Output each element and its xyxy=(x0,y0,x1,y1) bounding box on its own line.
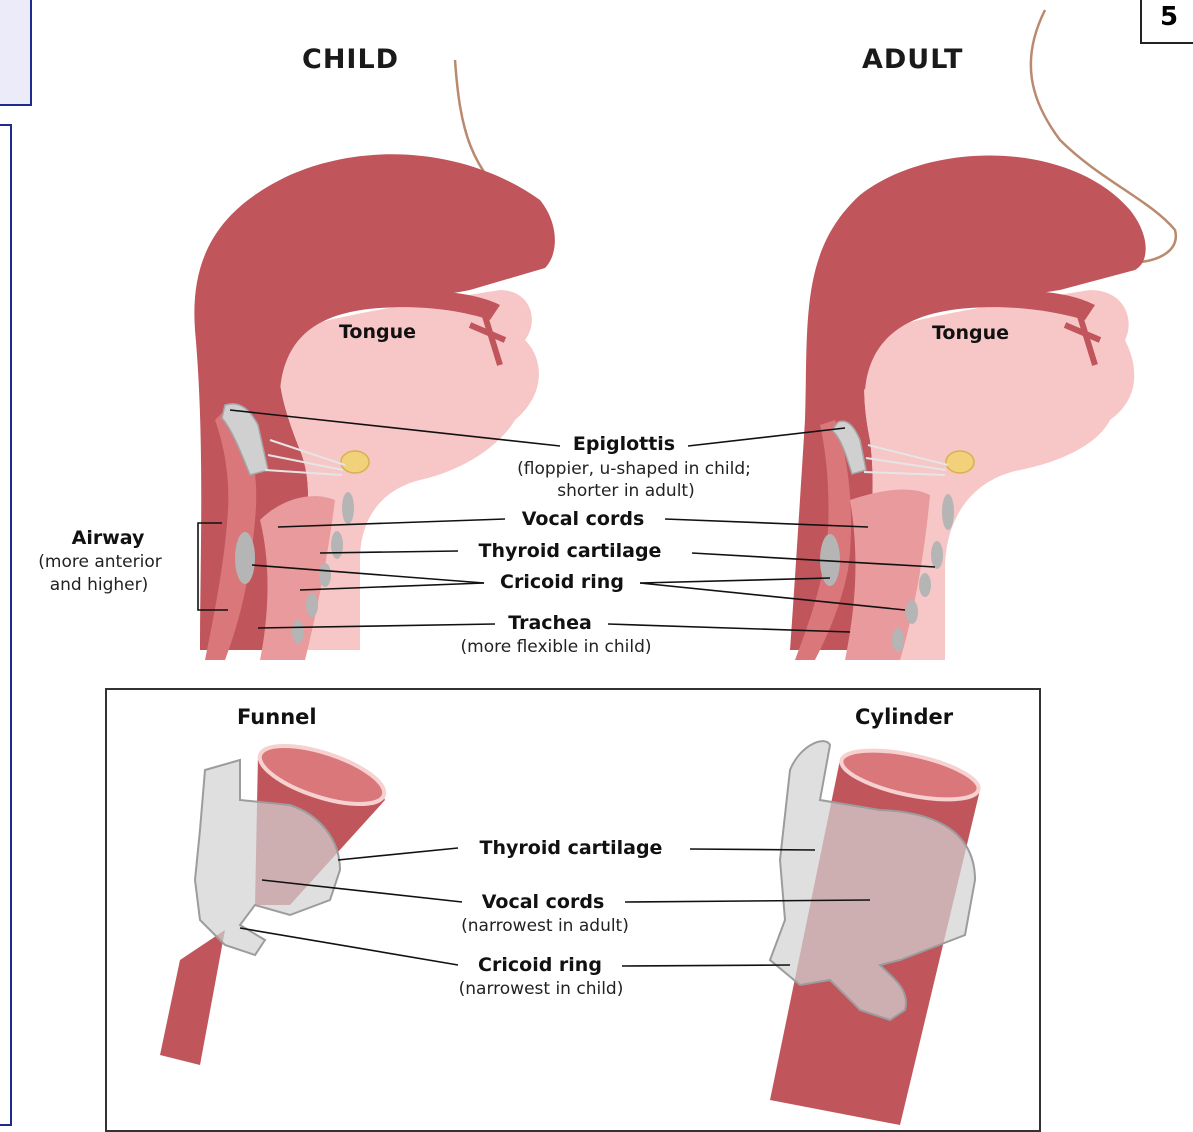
child-title: CHILD xyxy=(302,44,399,75)
shape-thyroid-cartilage-label: Thyroid cartilage xyxy=(480,837,663,859)
shape-cricoid-ring-note: (narrowest in child) xyxy=(459,979,624,999)
child-head-illustration xyxy=(194,60,555,660)
cylinder-title: Cylinder xyxy=(855,705,953,729)
trachea-label: Trachea xyxy=(508,612,592,634)
epiglottis-label: Epiglottis xyxy=(573,433,675,455)
cricoid-ring-label: Cricoid ring xyxy=(500,571,624,593)
epiglottis-note-line-2: shorter in adult) xyxy=(557,481,694,501)
airway-label: Airway xyxy=(72,527,145,549)
trachea-note: (more flexible in child) xyxy=(461,637,652,657)
shape-vocal-cords-label: Vocal cords xyxy=(482,891,605,913)
tongue-child-label: Tongue xyxy=(339,321,416,343)
airway-note-line-2: and higher) xyxy=(50,575,149,595)
thyroid-cartilage-label: Thyroid cartilage xyxy=(479,540,662,562)
tongue-adult-label: Tongue xyxy=(932,322,1009,344)
shape-vocal-cords-note: (narrowest in adult) xyxy=(461,916,629,936)
airway-note-line-1: (more anterior xyxy=(38,552,162,572)
vocal-cords-label: Vocal cords xyxy=(522,508,645,530)
funnel-title: Funnel xyxy=(237,705,317,729)
epiglottis-note-line-1: (floppier, u-shaped in child; xyxy=(517,459,751,479)
adult-title: ADULT xyxy=(862,44,963,75)
shape-cricoid-ring-label: Cricoid ring xyxy=(478,954,602,976)
